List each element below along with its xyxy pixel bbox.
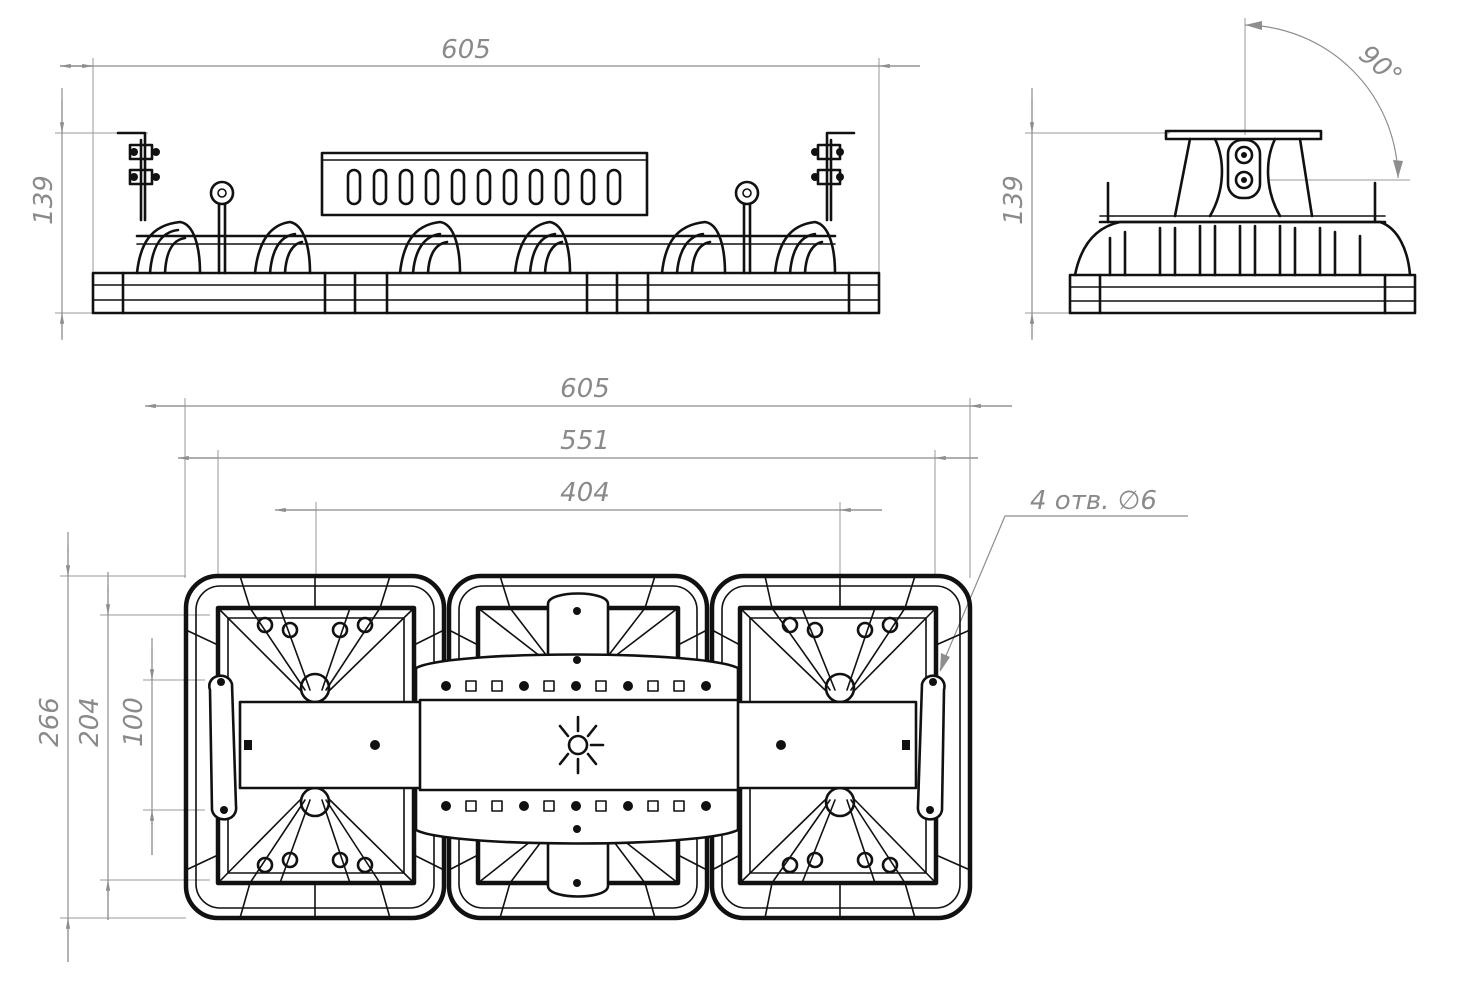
front-height-label: 139	[29, 175, 59, 225]
plan-frame-depth-dimension: 204	[75, 572, 210, 920]
heatsink-fins-left	[135, 220, 312, 275]
front-view: 605 139	[29, 35, 920, 340]
central-bracket	[238, 592, 918, 898]
eye-bolt-right	[734, 180, 760, 275]
holes-note: 4 отв. ∅6	[939, 486, 1188, 672]
plan-hole-spacing-dimension: 404	[275, 478, 882, 578]
plan-overall-depth-dimension: 266	[35, 532, 186, 962]
lamp-logo	[558, 715, 605, 775]
handle-left	[208, 674, 252, 821]
plan-frame-depth-label: 204	[75, 697, 105, 747]
angle-label: 90°	[1353, 40, 1408, 93]
plan-overall-width-label: 605	[560, 374, 610, 404]
plan-bracket-depth-label: 100	[119, 697, 149, 747]
plan-overall-depth-label: 266	[35, 697, 65, 747]
front-width-dimension: 605	[60, 35, 920, 275]
side-height-dimension: 139	[999, 88, 1170, 340]
eye-bolt-left	[209, 180, 235, 275]
hole-row-bottom	[441, 800, 711, 812]
front-height-dimension: 139	[29, 88, 148, 340]
plan-overall-width-dimension: 605	[145, 374, 1012, 578]
side-view: 90° 139	[999, 18, 1417, 340]
hole-row-top	[441, 680, 711, 692]
front-width-label: 605	[441, 35, 491, 65]
mounting-bracket	[1164, 129, 1323, 218]
plan-frame-width-label: 551	[560, 426, 610, 456]
plan-hole-spacing-label: 404	[560, 478, 610, 508]
heatsink-fins-right	[660, 220, 837, 275]
bracket-left	[116, 131, 160, 222]
driver-box	[320, 151, 649, 217]
handle-right	[902, 674, 946, 821]
side-height-label: 139	[999, 175, 1029, 225]
holes-note-label: 4 отв. ∅6	[1030, 486, 1157, 516]
plan-frame-width-dimension: 551	[178, 426, 978, 578]
plan-bracket-depth-dimension: 100	[119, 638, 205, 855]
heatsink-fins-center	[398, 220, 572, 275]
bracket-right	[811, 131, 856, 222]
plan-view: 605 551 404 4 отв. ∅6	[35, 374, 1188, 962]
